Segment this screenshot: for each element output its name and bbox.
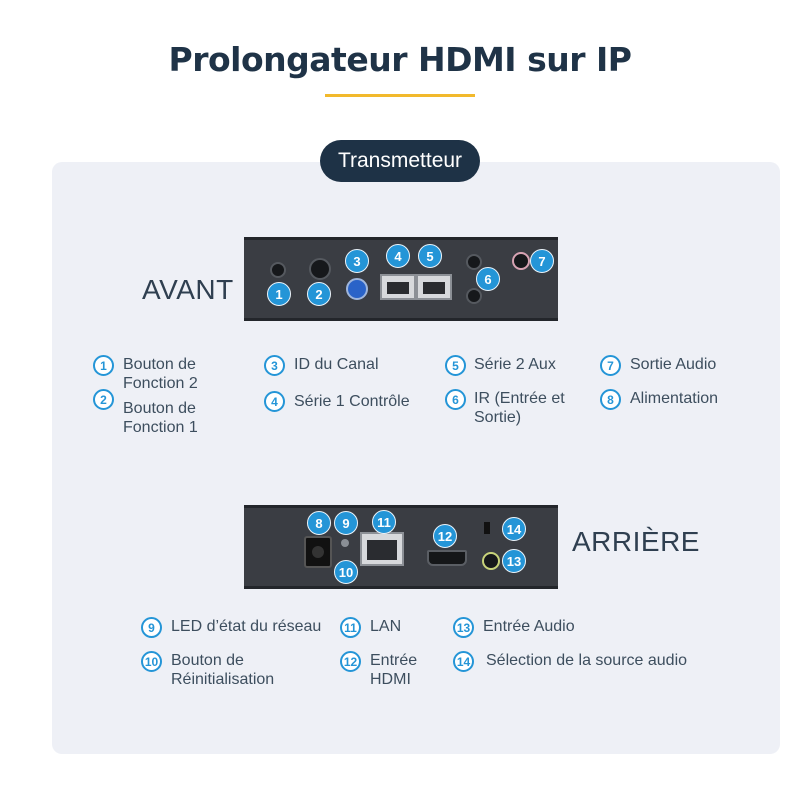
badge: 2 bbox=[307, 282, 331, 306]
legend-text: Sortie Audio bbox=[630, 356, 717, 373]
title-underline bbox=[325, 94, 475, 97]
dip-switch bbox=[346, 278, 368, 300]
badge: 4 bbox=[386, 244, 410, 268]
legend-text: Sélection de la source audio bbox=[486, 652, 688, 669]
legend-text: Série 1 Contrôle bbox=[294, 393, 410, 410]
button-jack bbox=[309, 258, 331, 280]
badge: 8 bbox=[307, 511, 331, 535]
rj45-port bbox=[380, 274, 416, 300]
legend-text: Entrée Audio bbox=[483, 618, 575, 635]
rear-label: ARRIÈRE bbox=[572, 526, 700, 557]
legend-number: 2 bbox=[93, 389, 114, 410]
badge: 5 bbox=[418, 244, 442, 268]
legend-number: 10 bbox=[141, 651, 162, 672]
legend-number: 13 bbox=[453, 617, 474, 638]
legend-text: Entrée HDMI bbox=[370, 652, 418, 688]
audio-jack bbox=[512, 252, 530, 270]
badge: 11 bbox=[372, 510, 396, 534]
audio-jack bbox=[466, 288, 482, 304]
toggle-switch bbox=[484, 522, 490, 534]
legend-number: 7 bbox=[600, 355, 621, 376]
badge: 10 bbox=[334, 560, 358, 584]
badge: 12 bbox=[433, 524, 457, 548]
badge: 14 bbox=[502, 517, 526, 541]
legend-text: Bouton de Fonction 2 bbox=[123, 356, 198, 392]
legend-number: 11 bbox=[340, 617, 361, 638]
legend-number: 1 bbox=[93, 355, 114, 376]
legend-text: Bouton de Fonction 1 bbox=[123, 400, 198, 436]
legend-text: Alimentation bbox=[630, 390, 719, 407]
legend-number: 6 bbox=[445, 389, 466, 410]
rj45-port bbox=[416, 274, 452, 300]
legend-text: ID du Canal bbox=[294, 356, 379, 373]
legend-number: 4 bbox=[264, 391, 285, 412]
hdmi-port bbox=[427, 550, 467, 566]
front-label: AVANT bbox=[142, 274, 234, 305]
audio-jack bbox=[466, 254, 482, 270]
badge: 9 bbox=[334, 511, 358, 535]
legend-text: IR (Entrée et Sortie) bbox=[474, 390, 565, 426]
legend-number: 12 bbox=[340, 651, 361, 672]
badge: 6 bbox=[476, 267, 500, 291]
button-jack bbox=[270, 262, 286, 278]
legend-number: 9 bbox=[141, 617, 162, 638]
badge: 3 bbox=[345, 249, 369, 273]
badge: 1 bbox=[267, 282, 291, 306]
audio-in-jack bbox=[482, 552, 500, 570]
badge: 7 bbox=[530, 249, 554, 273]
power-jack bbox=[304, 536, 332, 568]
legend-number: 14 bbox=[453, 651, 474, 672]
legend-number: 8 bbox=[600, 389, 621, 410]
legend-text: Bouton de Réinitialisation bbox=[171, 652, 275, 688]
badge: 13 bbox=[502, 549, 526, 573]
status-led bbox=[341, 539, 349, 547]
legend-number: 3 bbox=[264, 355, 285, 376]
section-pill: Transmetteur bbox=[320, 140, 480, 182]
page-title: Prolongateur HDMI sur IP bbox=[168, 40, 632, 79]
legend-text: Série 2 Aux bbox=[474, 356, 556, 373]
lan-port bbox=[360, 532, 404, 566]
legend-text: LAN bbox=[370, 618, 402, 635]
legend-text: LED d’état du réseau bbox=[171, 618, 322, 635]
legend-number: 5 bbox=[445, 355, 466, 376]
